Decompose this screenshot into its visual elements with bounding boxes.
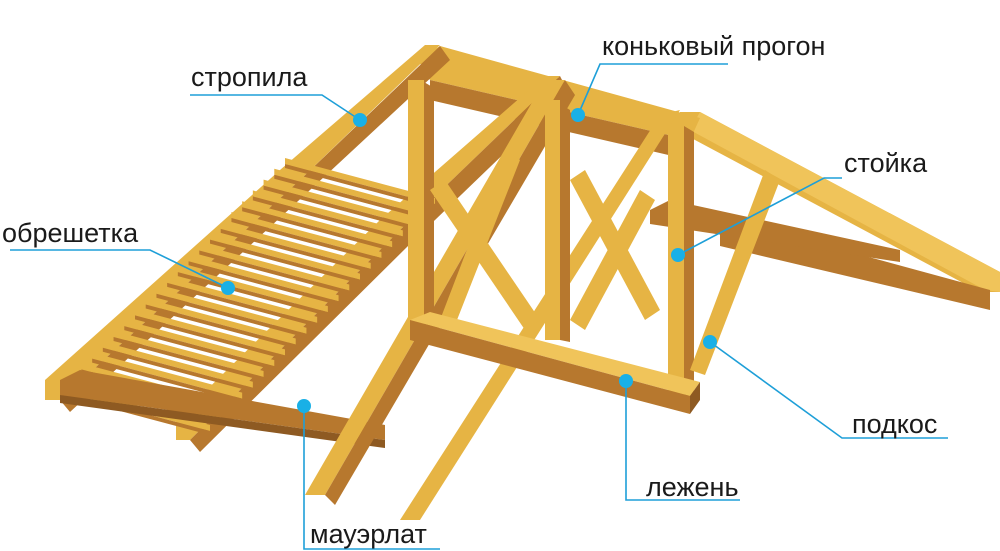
batten-slat <box>177 266 328 313</box>
batten-slat <box>263 179 414 226</box>
batten-slat <box>156 287 307 334</box>
dot-konkovyi-progon <box>571 108 585 122</box>
dot-lezhen <box>619 374 633 388</box>
batten-slat-edge <box>156 293 307 338</box>
dot-mauerlat <box>297 399 311 413</box>
label-podkos: подкос <box>852 409 938 439</box>
batten-slat <box>113 330 264 377</box>
batten-slat-edge <box>210 239 360 284</box>
leader-lezhen <box>625 381 740 501</box>
batten-slat-edge <box>124 326 275 371</box>
leader-stoika <box>677 177 842 256</box>
batten-slat <box>242 201 393 248</box>
batten-slat-edge <box>145 304 296 349</box>
batten-slat <box>102 341 253 388</box>
batten-slat-edge <box>285 164 435 208</box>
label-konkovyi-progon: коньковый прогон <box>602 31 826 61</box>
batten-slat-edge <box>167 282 318 327</box>
batten-slat-edge <box>220 228 371 273</box>
batten-slat <box>220 222 371 269</box>
right-roof-slope <box>650 112 1000 310</box>
dot-obreshetka <box>221 281 235 295</box>
batten-slat <box>92 352 243 399</box>
dot-podkos <box>703 335 717 349</box>
batten-slat-edge <box>199 250 350 295</box>
batten-slat <box>274 168 425 215</box>
batten-slat <box>145 298 296 345</box>
batten-slat <box>231 212 382 259</box>
batten-slat <box>252 190 403 237</box>
batten-slat-edge <box>92 358 243 403</box>
batten-slat <box>167 276 318 323</box>
batten-slat <box>199 244 350 291</box>
leader-podkos <box>709 341 948 439</box>
batten-slat-edge <box>135 315 285 360</box>
label-stropila: стропила <box>191 62 308 92</box>
label-dots <box>221 108 717 413</box>
label-obreshetka: обрешетка <box>2 218 139 248</box>
batten-slat-edge <box>252 196 403 241</box>
batten-slat <box>135 309 285 356</box>
label-stoika: стойка <box>844 148 928 178</box>
label-mauerlat: мауэрлат <box>310 519 427 549</box>
batten-slat-edge <box>263 185 414 230</box>
batten-slat-edge <box>274 174 425 219</box>
label-lezhen: лежень <box>646 472 739 502</box>
dot-stoika <box>671 248 685 262</box>
batten-slat <box>188 255 339 302</box>
leader-lines <box>10 63 948 550</box>
left-roof-slope <box>45 45 568 452</box>
leader-konkovyi-progon <box>577 63 728 116</box>
truss-frame <box>305 80 780 520</box>
leader-obreshetka <box>10 249 229 289</box>
batten-slat-edge <box>177 272 328 317</box>
leader-stropila <box>190 94 361 121</box>
batten-slat-edge <box>242 207 393 252</box>
batten-slat-edge <box>231 218 382 263</box>
batten-slat-edge <box>188 261 339 306</box>
batten-slat <box>285 158 435 204</box>
batten-slat-edge <box>102 347 253 392</box>
batten-slat-edge <box>113 336 264 381</box>
batten-slat <box>124 320 275 367</box>
leader-mauerlat <box>303 406 440 550</box>
batten-slat <box>210 233 360 280</box>
dot-stropila <box>353 113 367 127</box>
